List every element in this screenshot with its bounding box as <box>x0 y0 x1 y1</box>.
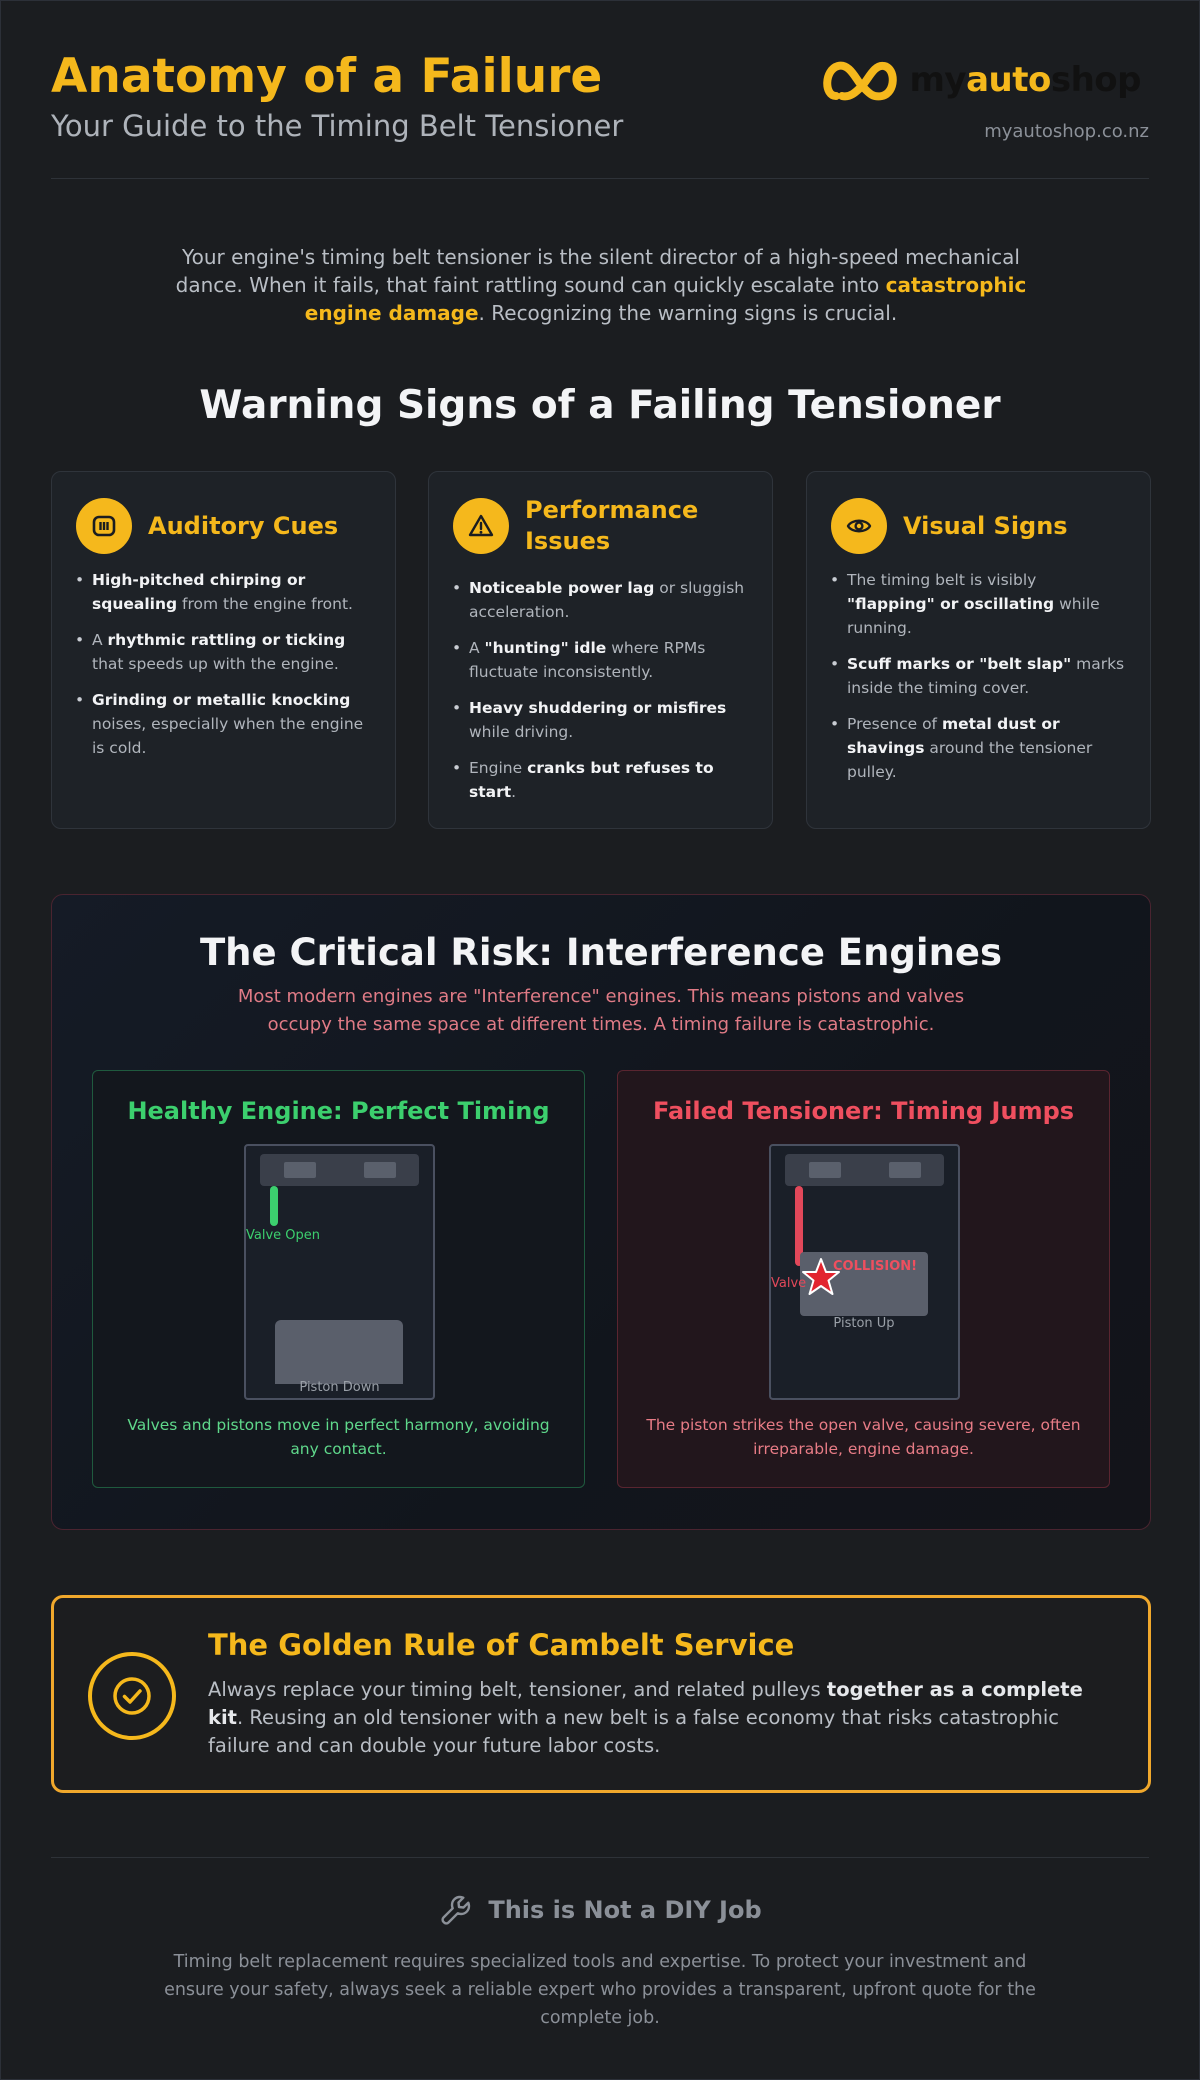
golden-rule-text: Always replace your timing belt, tension… <box>208 1678 1083 1757</box>
list-item: Heavy shuddering or misfires while drivi… <box>452 696 748 744</box>
cylinder-head <box>260 1154 419 1186</box>
card-auditory-cues: Auditory Cues High-pitched chirping or s… <box>51 471 396 829</box>
golden-rule-box: The Golden Rule of Cambelt Service Alway… <box>51 1595 1151 1793</box>
card-title: Visual Signs <box>903 511 1068 540</box>
list-item: Grinding or metallic knocking noises, es… <box>75 688 371 760</box>
collision-label: COLLISION! <box>833 1259 918 1274</box>
intro-paragraph: Your engine's timing belt tensioner is t… <box>175 245 1027 325</box>
failed-engine-panel: Failed Tensioner: Timing Jumps Valve COL… <box>617 1070 1110 1488</box>
page-title: Anatomy of a Failure <box>51 49 603 104</box>
warning-triangle-icon <box>453 498 509 554</box>
list-item: A rhythmic rattling or ticking that spee… <box>75 628 371 676</box>
piston <box>275 1320 403 1384</box>
card-visual-signs: Visual Signs The timing belt is visibly … <box>806 471 1151 829</box>
risk-heading: The Critical Risk: Interference Engines <box>199 931 1003 974</box>
card-list: High-pitched chirping or squealing from … <box>75 568 371 772</box>
intake-port <box>809 1162 841 1178</box>
failed-caption: The piston strikes the open valve, causi… <box>646 1416 1081 1458</box>
list-item: Presence of metal dust or shavings aroun… <box>830 712 1126 784</box>
card-list: The timing belt is visibly "flapping" or… <box>830 568 1126 796</box>
list-item: Engine cranks but refuses to start. <box>452 756 748 804</box>
footer-heading: This is Not a DIY Job <box>488 1896 762 1924</box>
eye-icon <box>831 498 887 554</box>
cylinder-diagram: Valve Open Piston Down <box>244 1144 435 1400</box>
risk-subtitle: Most modern engines are "Interference" e… <box>237 986 965 1035</box>
valve <box>270 1186 278 1226</box>
golden-rule-title: The Golden Rule of Cambelt Service <box>208 1628 795 1662</box>
valve-label: Valve <box>771 1276 807 1291</box>
collision-star-icon <box>802 1258 840 1295</box>
list-item: Noticeable power lag or sluggish acceler… <box>452 576 748 624</box>
footer-heading-row: This is Not a DIY Job <box>51 1892 1149 1928</box>
footer: This is Not a DIY Job Timing belt replac… <box>51 1857 1149 2028</box>
cylinder-head <box>785 1154 944 1186</box>
brand-logo[interactable]: myautoshop <box>822 55 1142 105</box>
healthy-caption: Valves and pistons move in perfect harmo… <box>127 1416 550 1458</box>
page-subtitle: Your Guide to the Timing Belt Tensioner <box>51 109 624 143</box>
check-circle-icon <box>88 1652 176 1740</box>
exhaust-port <box>889 1162 921 1178</box>
piston-label: Piston Up <box>833 1316 895 1331</box>
healthy-engine-panel: Healthy Engine: Perfect Timing Valve Ope… <box>92 1070 585 1488</box>
card-list: Noticeable power lag or sluggish acceler… <box>452 576 748 816</box>
list-item: Scuff marks or "belt slap" marks inside … <box>830 652 1126 700</box>
wrench-icon <box>441 1895 471 1925</box>
warning-signs-heading: Warning Signs of a Failing Tensioner <box>199 383 1001 428</box>
healthy-engine-title: Healthy Engine: Perfect Timing <box>127 1097 550 1125</box>
card-title: Auditory Cues <box>148 511 339 540</box>
cylinder-diagram: Valve COLLISION! Piston Up <box>769 1144 960 1400</box>
header: Anatomy of a Failure Your Guide to the T… <box>51 41 1149 179</box>
footer-text: Timing belt replacement requires special… <box>164 1952 1036 2028</box>
valve <box>795 1186 803 1266</box>
piston-label: Piston Down <box>299 1380 380 1395</box>
card-title: Performance Issues <box>525 496 699 555</box>
list-item: High-pitched chirping or squealing from … <box>75 568 371 616</box>
list-item: The timing belt is visibly "flapping" or… <box>830 568 1126 640</box>
interference-risk-panel: The Critical Risk: Interference Engines … <box>51 894 1151 1530</box>
site-url: myautoshop.co.nz <box>984 121 1149 142</box>
logo-loop-icon <box>822 61 897 101</box>
intake-port <box>284 1162 316 1178</box>
speaker-icon <box>76 498 132 554</box>
valve-label: Valve Open <box>246 1228 321 1243</box>
list-item: A "hunting" idle where RPMs fluctuate in… <box>452 636 748 684</box>
failed-engine-title: Failed Tensioner: Timing Jumps <box>652 1097 1075 1125</box>
logo-text: myautoshop <box>909 60 1142 100</box>
exhaust-port <box>364 1162 396 1178</box>
card-performance-issues: Performance Issues Noticeable power lag … <box>428 471 773 829</box>
